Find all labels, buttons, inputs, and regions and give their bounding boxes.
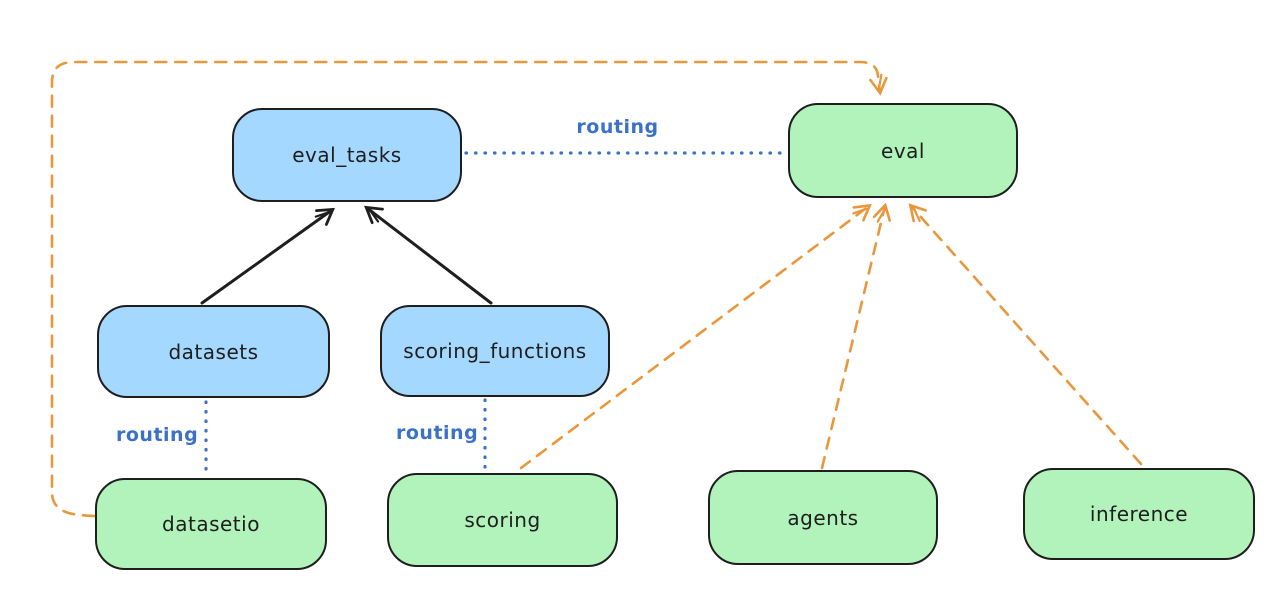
routing-label-eval-tasks-eval: routing	[576, 116, 659, 138]
node-eval-tasks-label: eval_tasks	[292, 143, 402, 167]
node-eval: eval	[788, 103, 1018, 198]
routing-label-scoring-functions-scoring: routing	[396, 422, 479, 444]
edge-agents-to-eval	[820, 202, 892, 470]
node-scoring-functions-label: scoring_functions	[403, 339, 587, 363]
edge-datasets-to-eval-tasks	[200, 207, 336, 305]
node-eval-label: eval	[881, 138, 925, 163]
edge-inference-to-eval	[908, 203, 1143, 466]
node-datasets: datasets	[97, 305, 330, 398]
edge-datasetio-to-eval	[50, 60, 888, 518]
node-scoring-label: scoring	[464, 508, 541, 532]
node-inference-label: inference	[1089, 502, 1189, 526]
edge-scoring-to-eval	[519, 203, 872, 470]
edge-scoring-functions-to-eval-tasks	[364, 205, 493, 305]
node-datasetio: datasetio	[95, 478, 327, 570]
node-datasetio-label: datasetio	[162, 512, 260, 536]
node-eval-tasks: eval_tasks	[232, 108, 462, 202]
node-datasets-label: datasets	[168, 339, 259, 364]
node-inference: inference	[1023, 468, 1255, 560]
node-scoring: scoring	[387, 473, 618, 567]
node-agents-label: agents	[787, 505, 859, 530]
node-scoring-functions: scoring_functions	[380, 305, 610, 397]
node-agents: agents	[708, 470, 938, 565]
routing-label-datasets-datasetio: routing	[116, 424, 199, 446]
